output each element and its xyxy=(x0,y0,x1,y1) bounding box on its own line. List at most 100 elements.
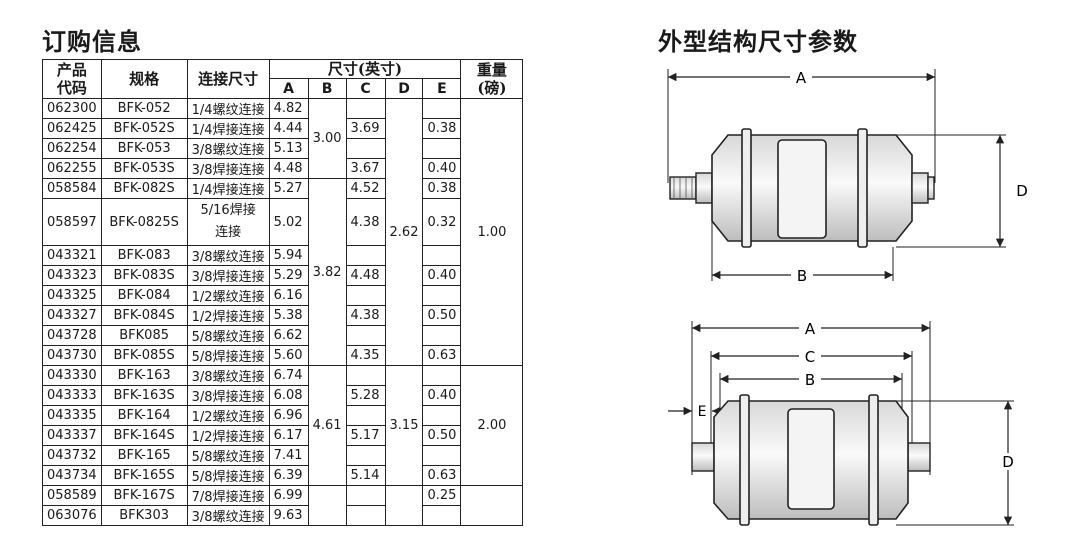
cell-spec: BFK-052S xyxy=(100,118,188,139)
cell-conn: 3/8焊接连接 xyxy=(186,385,270,406)
cell-code: 043337 xyxy=(42,425,102,446)
cell-code: 062425 xyxy=(42,118,102,139)
cell-spec: BFK-085S xyxy=(100,345,188,366)
cell-code: 043321 xyxy=(42,245,102,266)
cell-conn: 5/8螺纹连接 xyxy=(186,325,270,346)
cell-conn: 1/2焊接连接 xyxy=(186,425,270,446)
table-row: 062255 BFK-053S 3/8焊接连接 4.48 3.67 0.40 xyxy=(42,158,523,179)
table-row: 043321 BFK-083 3/8螺纹连接 5.94 xyxy=(42,245,523,266)
dim-c-label: C xyxy=(805,348,815,366)
cell-c xyxy=(345,405,386,426)
cell-a: 5.60 xyxy=(268,345,309,366)
ordering-table: 产品代码 规格 连接尺寸 尺寸(英寸) 重量(磅) A B C D E 0623… xyxy=(42,59,524,526)
label-window xyxy=(787,408,835,510)
cell-code: 043734 xyxy=(42,465,102,486)
cell-a: 6.17 xyxy=(268,425,309,446)
table-row: 043330 BFK-163 3/8螺纹连接 6.74 4.61 3.15 2.… xyxy=(42,365,524,486)
cell-spec: BFK-052 xyxy=(100,98,188,119)
cell-a: 5.38 xyxy=(268,305,309,326)
cell-weight-group xyxy=(460,485,524,526)
cell-e: 0.63 xyxy=(422,345,462,366)
cell-e: 0.50 xyxy=(422,425,462,446)
cell-a: 6.39 xyxy=(268,465,309,486)
cell-spec: BFK-163 xyxy=(100,365,188,386)
cell-b-group xyxy=(307,485,347,526)
cell-code: 058584 xyxy=(42,178,102,199)
table-row: 062254 BFK-053 3/8螺纹连接 5.13 xyxy=(42,138,523,159)
cell-code: 062254 xyxy=(42,138,102,159)
cell-spec: BFK-053S xyxy=(100,158,188,179)
cell-c xyxy=(345,485,386,506)
cell-c: 3.67 xyxy=(345,158,386,179)
cell-spec: BFK-082S xyxy=(100,178,188,199)
cell-spec: BFK-053 xyxy=(100,138,188,159)
weld-ring-right xyxy=(868,394,879,526)
header-e: E xyxy=(422,78,462,99)
cell-code: 063076 xyxy=(42,505,102,526)
table-row: 043732 BFK-165 5/8螺纹连接 7.41 xyxy=(42,445,523,466)
cell-conn: 1/4焊接连接 xyxy=(186,178,270,199)
cell-a: 5.94 xyxy=(268,245,309,266)
cell-e: 0.38 xyxy=(422,118,462,139)
table-row: 043337 BFK-164S 1/2焊接连接 6.17 5.17 0.50 xyxy=(42,425,523,446)
weld-ring-left xyxy=(741,128,752,248)
cell-conn: 1/2焊接连接 xyxy=(186,305,270,326)
cell-d-group: 2.62 xyxy=(384,98,424,366)
cell-conn: 1/2螺纹连接 xyxy=(186,285,270,306)
dim-a-label: A xyxy=(796,69,807,87)
table-row: 058589 BFK-167S 7/8焊接连接 6.99 0.25 xyxy=(42,485,524,526)
cell-c xyxy=(345,285,386,306)
cell-e: 0.40 xyxy=(422,265,462,286)
header-weight: 重量(磅) xyxy=(460,59,524,99)
sweat-drier-drawing: A C B E D xyxy=(668,319,1017,526)
header-a: A xyxy=(268,78,309,99)
cell-conn: 3/8焊接连接 xyxy=(186,158,270,179)
dimensions-title: 外型结构尺寸参数 xyxy=(658,27,858,56)
cell-a: 5.27 xyxy=(268,178,309,199)
cell-c: 5.28 xyxy=(345,385,386,406)
cell-spec: BFK-083S xyxy=(100,265,188,286)
cell-e xyxy=(422,445,462,466)
cell-spec: BFK-165 xyxy=(100,445,188,466)
dim-b-label: B xyxy=(797,267,807,285)
table-row: 063076 BFK303 3/8螺纹连接 9.63 xyxy=(42,505,523,526)
cell-a: 4.48 xyxy=(268,158,309,179)
dim-b-label: B xyxy=(805,371,815,389)
table-row: 043323 BFK-083S 3/8焊接连接 5.29 4.48 0.40 xyxy=(42,265,523,286)
table-row: 043728 BFK085 5/8螺纹连接 6.62 xyxy=(42,325,523,346)
cell-spec: BFK-164 xyxy=(100,405,188,426)
header-product-code: 产品代码 xyxy=(42,59,102,99)
cell-code: 043327 xyxy=(42,305,102,326)
cell-a: 5.13 xyxy=(268,138,309,159)
cell-spec: BFK-0825S xyxy=(100,198,188,246)
cell-a: 4.82 xyxy=(268,98,309,119)
cell-a: 7.41 xyxy=(268,445,309,466)
cell-conn: 7/8焊接连接 xyxy=(186,485,270,506)
cell-c: 4.35 xyxy=(345,345,386,366)
cell-b-group: 4.61 xyxy=(307,365,347,486)
cell-d-group xyxy=(384,485,424,526)
cell-e: 0.32 xyxy=(422,198,462,246)
cell-e: 0.25 xyxy=(422,485,462,506)
cell-a: 6.62 xyxy=(268,325,309,346)
cell-code: 058597 xyxy=(42,198,102,246)
cell-conn: 1/4螺纹连接 xyxy=(186,98,270,119)
table-row: 043327 BFK-084S 1/2焊接连接 5.38 4.38 0.50 xyxy=(42,305,523,326)
weld-ring-left xyxy=(739,394,750,526)
cell-spec: BFK085 xyxy=(100,325,188,346)
table-row: 043335 BFK-164 1/2螺纹连接 6.96 xyxy=(42,405,523,426)
cell-spec: BFK-165S xyxy=(100,465,188,486)
cell-e: 0.40 xyxy=(422,385,462,406)
cell-c xyxy=(345,98,386,119)
dim-d-label: D xyxy=(1002,453,1014,471)
cell-e: 0.50 xyxy=(422,305,462,326)
cell-c xyxy=(345,365,386,386)
cell-d-group: 3.15 xyxy=(384,365,424,486)
cell-a: 6.16 xyxy=(268,285,309,306)
dim-e-label: E xyxy=(698,404,707,420)
cell-code: 043323 xyxy=(42,265,102,286)
cell-conn: 3/8焊接连接 xyxy=(186,265,270,286)
cell-a: 6.99 xyxy=(268,485,309,506)
tube-right xyxy=(907,442,931,472)
cell-e xyxy=(422,325,462,346)
